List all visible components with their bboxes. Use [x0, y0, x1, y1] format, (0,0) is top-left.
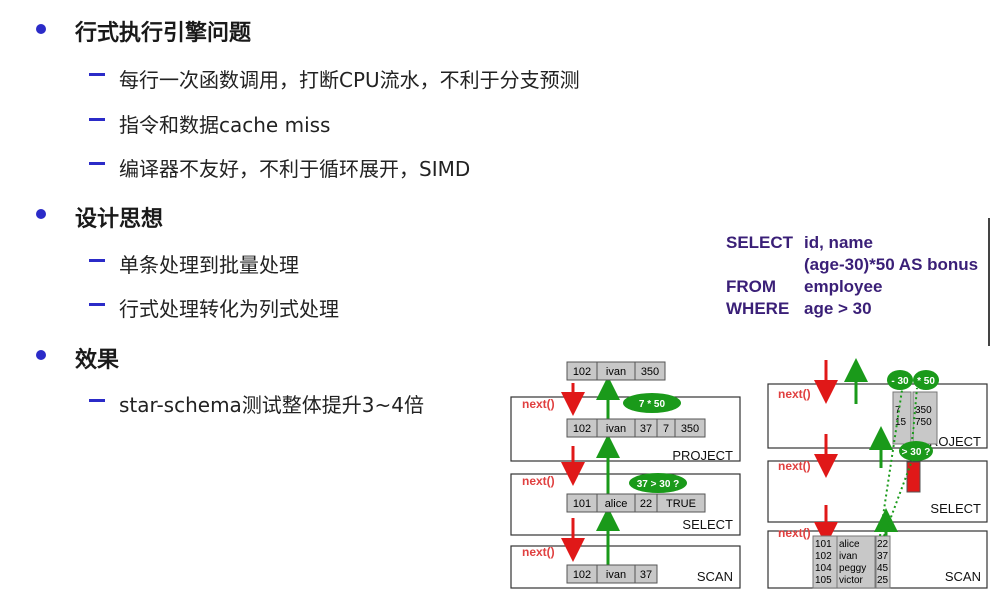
project-cell: 37 [640, 423, 652, 435]
bullet-dot-2 [36, 209, 46, 219]
bullet-title-2: 设计思想 [75, 207, 164, 232]
vec-scan-id: 104 [815, 563, 832, 574]
next-call-label: next() [522, 397, 555, 411]
project-expression: 7 * 50 [639, 399, 666, 410]
sql-select-keyword: SELECT [726, 233, 794, 252]
bullet-item-2-2: 行式处理转化为列式处理 [119, 297, 339, 321]
vec-mul-value: 350 [915, 405, 932, 416]
project-cell: ivan [606, 423, 626, 435]
vec-scan-age: 25 [877, 575, 889, 586]
sql-select-expression: (age-30)*50 AS bonus [804, 255, 979, 274]
dash-3-1 [89, 399, 105, 402]
bullet-title-3: 效果 [75, 348, 120, 373]
vec-scan-name: peggy [839, 563, 866, 574]
vec-scan-name-column [836, 535, 876, 589]
project-expression-bubble [623, 393, 681, 413]
next-call-label: next() [522, 545, 555, 559]
vec-scan-age: 37 [877, 551, 889, 562]
bullet-dot-1 [36, 24, 46, 34]
vec-select-label: SELECT [930, 501, 981, 516]
bullet-item-1-1: 每行一次函数调用，打断CPU流水，不利于分支预测 [119, 68, 580, 92]
vec-scan-id: 102 [815, 551, 832, 562]
select-cell: 101 [573, 498, 591, 510]
sql-from-table: employee [804, 277, 883, 296]
select-cell: alice [605, 498, 628, 510]
bullet-item-3-1: star-schema测试整体提升3~4倍 [119, 393, 425, 417]
select-expression-bubble [629, 473, 687, 493]
vec-next-call-label: next() [778, 387, 811, 401]
scan-cell: 37 [640, 569, 652, 581]
vec-scan-age-column [875, 535, 891, 589]
dash-1-1 [89, 73, 105, 76]
dash-2-2 [89, 303, 105, 306]
scan-label: SCAN [697, 569, 733, 584]
bullet-item-1-3: 编译器不友好，不利于循环展开，SIMD [119, 157, 471, 181]
output-cell: 102 [573, 366, 591, 378]
vec-scan-id-column [812, 535, 838, 589]
select-label: SELECT [682, 517, 733, 532]
vec-project-label: ROJECT [929, 434, 981, 449]
vec-dataflow-line [883, 457, 914, 537]
select-expression: 37 > 30 ? [637, 479, 680, 490]
project-label: PROJECT [672, 448, 733, 463]
dash-1-3 [89, 162, 105, 165]
vec-scan-label: SCAN [945, 569, 981, 584]
vec-mul-expr: * 50 [917, 376, 935, 387]
bullet-dot-3 [36, 350, 46, 360]
vectorized-diagram: ROJECT SELECT SCAN next() next() next() … [767, 358, 988, 589]
vec-scan-name: ivan [839, 551, 857, 562]
output-cell: ivan [606, 366, 626, 378]
vec-mul-column [912, 391, 938, 445]
select-cell: TRUE [666, 498, 696, 510]
slide-edge-line [988, 218, 990, 346]
dash-1-2 [89, 118, 105, 121]
scan-cell: ivan [606, 569, 626, 581]
vec-project-operator-box [767, 383, 988, 449]
bullet-item-1-2: 指令和数据cache miss [119, 113, 331, 137]
project-cell: 350 [681, 423, 699, 435]
project-cell: 102 [573, 423, 591, 435]
bullet-item-2-1: 单条处理到批量处理 [119, 253, 299, 277]
row-at-a-time-diagram: PROJECT SELECT SCAN next() next() next()… [510, 361, 741, 589]
vec-minus-value: 15 [895, 417, 907, 428]
vec-cmp-bubble [899, 441, 933, 461]
vec-sub-expr: - 30 [891, 376, 909, 387]
vec-next-call-label: next() [778, 459, 811, 473]
vec-scan-age: 22 [877, 539, 889, 550]
vec-sub-bubble [887, 370, 913, 390]
output-cell: 350 [641, 366, 659, 378]
vec-scan-id: 105 [815, 575, 832, 586]
project-cell: 7 [663, 423, 669, 435]
vec-next-call-label: next() [778, 526, 811, 540]
vec-mul-bubble [913, 370, 939, 390]
vec-scan-name: victor [839, 575, 864, 586]
scan-cell: 102 [573, 569, 591, 581]
vec-dataflow-line [911, 387, 918, 445]
vec-scan-name: alice [839, 539, 860, 550]
sql-from-keyword: FROM [726, 277, 777, 296]
sql-select-columns: id, name [804, 233, 873, 252]
vec-scan-age: 45 [877, 563, 889, 574]
bullet-title-1: 行式执行引擎问题 [75, 21, 252, 46]
vec-mul-value: 750 [915, 417, 932, 428]
vec-select-flag [906, 461, 921, 493]
select-cell: 22 [640, 498, 652, 510]
vec-cmp-expr: > 30 ? [902, 447, 931, 458]
sql-where-condition: age > 30 [804, 299, 872, 318]
sql-where-keyword: WHERE [726, 299, 790, 318]
next-call-label: next() [522, 474, 555, 488]
vec-scan-id: 101 [815, 539, 832, 550]
dash-2-1 [89, 259, 105, 262]
